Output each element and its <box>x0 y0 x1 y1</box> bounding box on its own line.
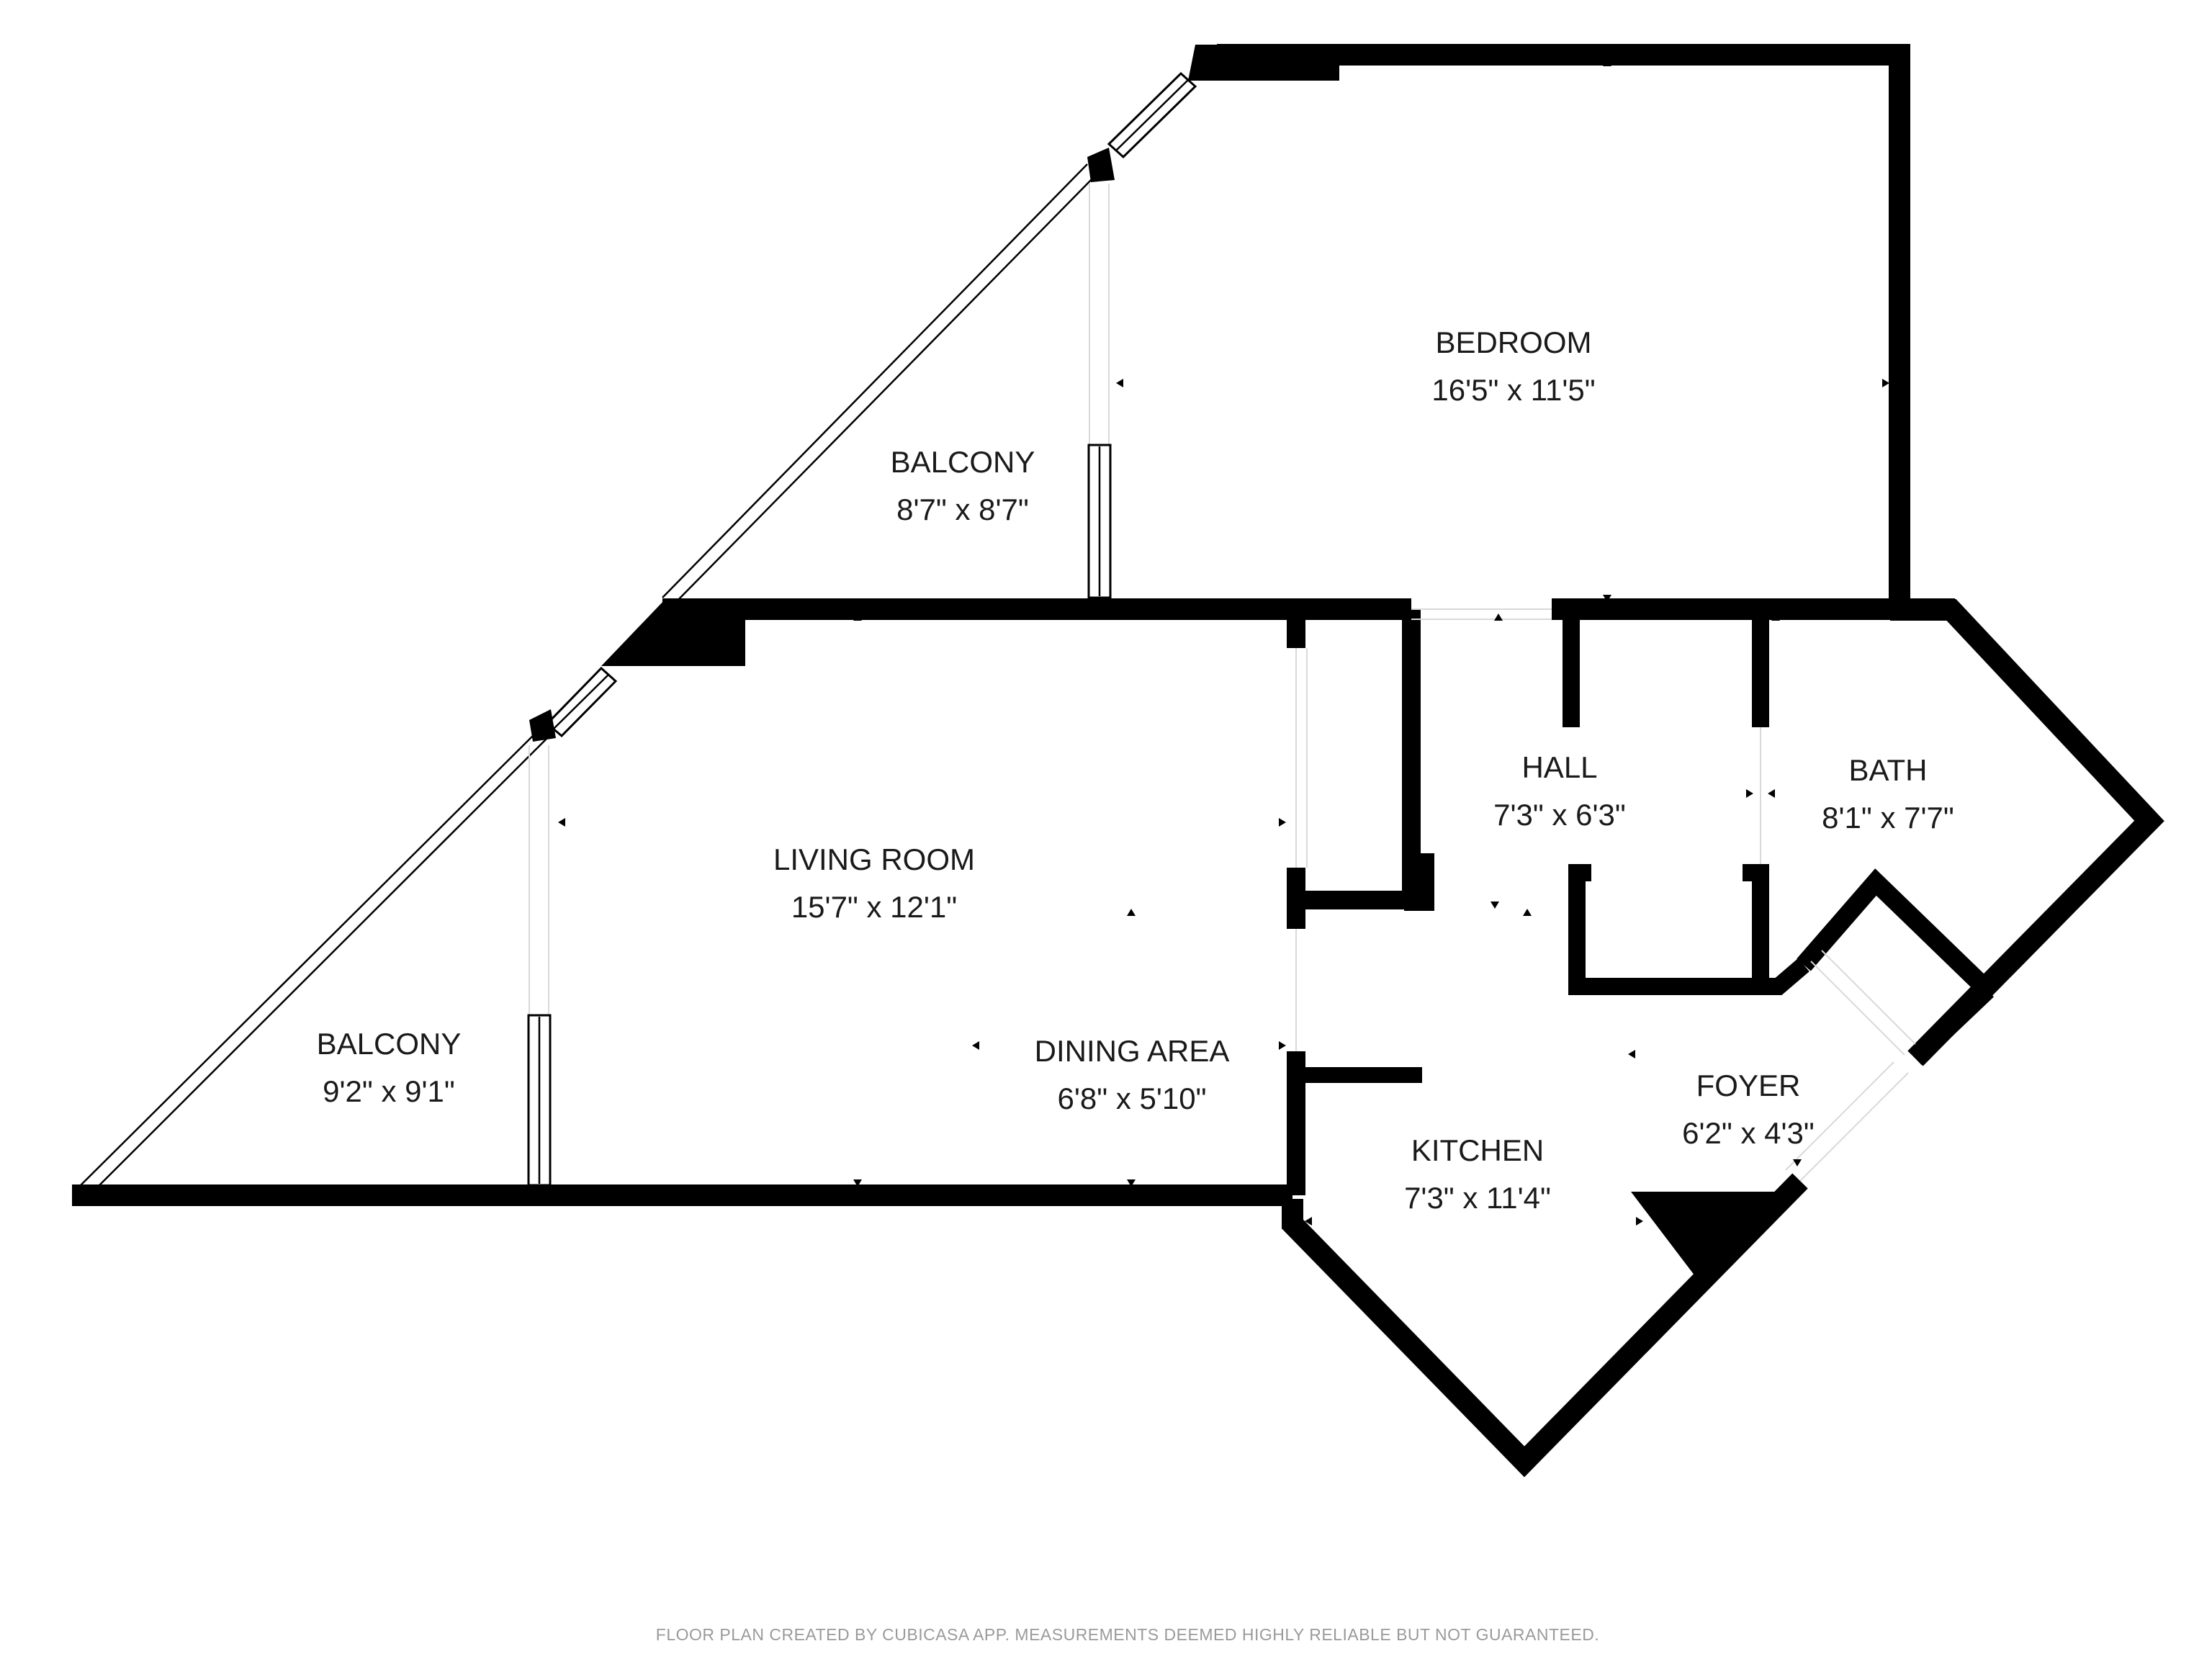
living-corner-block <box>601 598 745 666</box>
foyer-closet-opening-a <box>1821 950 1916 1045</box>
tick-marker <box>1746 789 1753 798</box>
living-room-name: LIVING ROOM <box>773 842 975 876</box>
dining-area-name: DINING AREA <box>1035 1034 1230 1068</box>
tick-marker <box>1279 1041 1286 1050</box>
kitchen-name: KITCHEN <box>1411 1133 1544 1167</box>
tick-marker <box>1491 902 1499 909</box>
tick-marker <box>1882 379 1889 387</box>
kitchen-outer-wall <box>1282 1173 1808 1478</box>
bath-name: BATH <box>1849 753 1928 787</box>
balcony-upper-dims: 8'7" x 8'7" <box>896 493 1029 526</box>
upper-balcony-rail-outer <box>662 163 1088 598</box>
tick-marker <box>1603 595 1611 602</box>
tick-marker <box>853 613 862 621</box>
tick-marker <box>1127 909 1136 916</box>
balcony-lower-name: BALCONY <box>317 1027 462 1061</box>
tick-marker <box>972 1041 979 1050</box>
closet-wall <box>1296 609 1421 909</box>
tick-marker <box>1413 789 1421 798</box>
bedroom-outer-wall <box>1217 44 1910 599</box>
tick-marker <box>1636 1217 1643 1226</box>
foyer-name: FOYER <box>1696 1069 1801 1102</box>
bath-lower-wall <box>1761 958 1809 995</box>
closet-post <box>1404 853 1434 911</box>
dimension-markers <box>558 59 1889 1226</box>
balcony-railing <box>77 71 1197 1196</box>
upper-balcony-rail-inner <box>673 174 1097 606</box>
bath-dims: 8'1" x 7'7" <box>1822 801 1954 835</box>
lower-balcony-post <box>529 709 556 742</box>
hall-dims: 7'3" x 6'3" <box>1493 798 1626 832</box>
tick-marker <box>1127 1179 1136 1187</box>
dining-area-dims: 6'8" x 5'10" <box>1058 1082 1207 1115</box>
tick-marker <box>1305 1217 1312 1226</box>
tick-marker <box>1771 613 1780 621</box>
front-door-opening-b <box>1785 1061 1894 1171</box>
tick-marker <box>1523 909 1532 916</box>
upper-balcony-window-mid <box>1115 79 1189 151</box>
tick-marker <box>853 1179 862 1187</box>
living-room-dims: 15'7" x 12'1" <box>791 890 957 924</box>
tick-marker <box>1628 1050 1635 1058</box>
bedroom-dims: 16'5" x 11'5" <box>1431 373 1595 407</box>
balcony-upper-name: BALCONY <box>891 445 1035 479</box>
lower-balcony-rail-outer <box>77 727 542 1189</box>
tick-marker <box>558 818 565 827</box>
tick-marker <box>1768 789 1775 798</box>
kitchen-counter-block <box>1631 1192 1800 1282</box>
hall-closet-wall <box>1568 864 1769 995</box>
tick-marker <box>1494 613 1503 621</box>
foyer-closet-wall-lower <box>1909 983 1994 1066</box>
exterior-walls <box>72 44 2164 1478</box>
balcony-lower-dims: 9'2" x 9'1" <box>323 1074 455 1108</box>
tick-marker <box>1116 379 1123 387</box>
foyer-closet-opening-b <box>1810 961 1905 1056</box>
interior-walls <box>1287 609 1995 1195</box>
tick-marker <box>1603 59 1611 66</box>
lower-balcony-window-mid <box>552 674 609 730</box>
openings <box>1295 608 1916 1182</box>
lower-balcony-rail-inner <box>89 737 548 1196</box>
front-door-opening-a <box>1799 1072 1909 1182</box>
balcony-doors <box>527 184 1112 1187</box>
footer-disclaimer: FLOOR PLAN CREATED BY CUBICASA APP. MEAS… <box>656 1625 1599 1644</box>
room-labels: BEDROOM 16'5" x 11'5" BALCONY 8'7" x 8'7… <box>317 325 1954 1215</box>
tick-marker <box>1279 818 1286 827</box>
upper-balcony-post <box>1087 148 1115 182</box>
hall-name: HALL <box>1521 750 1597 784</box>
tick-marker <box>1793 1159 1802 1166</box>
foyer-closet-wall <box>1797 868 1995 997</box>
bedroom-corner-block <box>1188 45 1339 81</box>
bedroom-name: BEDROOM <box>1435 325 1591 359</box>
kitchen-dims: 7'3" x 11'4" <box>1404 1181 1551 1215</box>
foyer-dims: 6'2" x 4'3" <box>1682 1116 1815 1150</box>
